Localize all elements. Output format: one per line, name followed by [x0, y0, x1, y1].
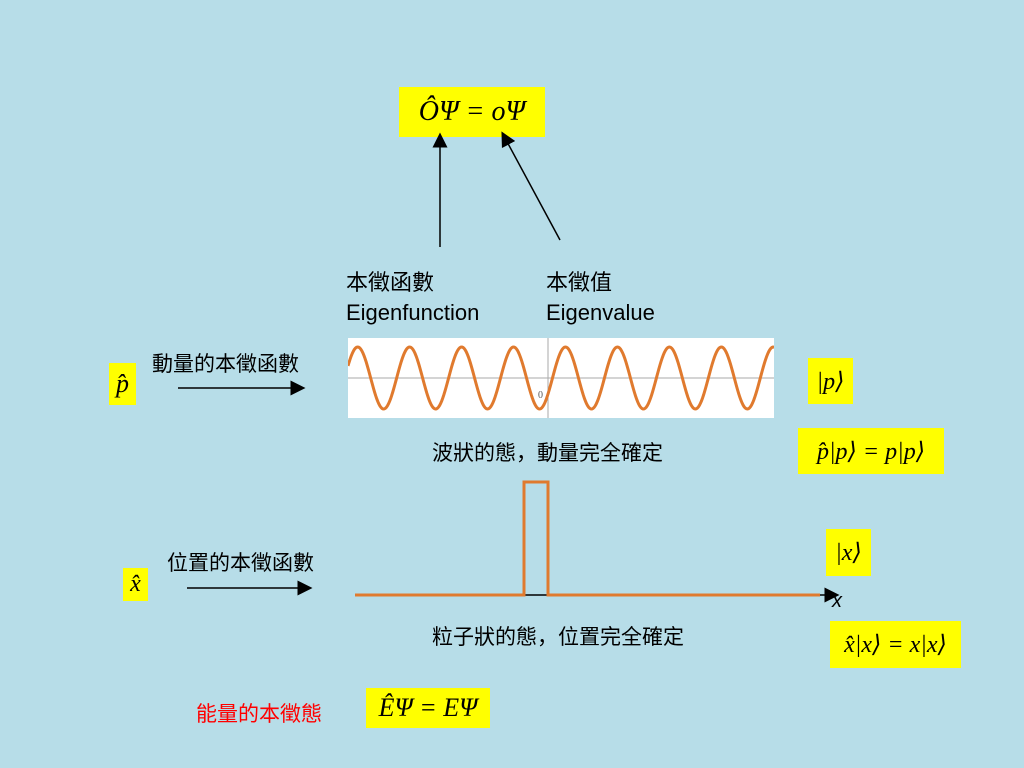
main-eigen-equation: ÔΨ = oΨ: [399, 87, 545, 137]
momentum-eigen-equation-text: p̂|p⟩ = p|p⟩: [816, 438, 926, 465]
eigenvalue-arrow: [501, 131, 561, 241]
eigenvalue-label-zh: 本徵值: [546, 271, 613, 296]
position-eigen-equation-text: x̂|x⟩ = x|x⟩: [844, 632, 947, 658]
momentum-caption: 動量的本徵函數: [152, 352, 299, 376]
eigenfunction-label-en: Eigenfunction: [346, 300, 480, 325]
position-state-text: 粒子狀的態，位置完全確定: [432, 625, 684, 649]
position-delta-spike: [355, 480, 820, 597]
position-ket: |x⟩: [826, 529, 871, 576]
position-caption: 位置的本徵函數: [167, 551, 314, 575]
position-eigen-equation: x̂|x⟩ = x|x⟩: [830, 621, 961, 668]
momentum-operator-text: p̂: [116, 369, 129, 398]
momentum-ket: |p⟩: [808, 358, 853, 404]
momentum-state-text: 波狀的態，動量完全確定: [432, 441, 663, 465]
energy-caption: 能量的本徵態: [196, 702, 322, 726]
momentum-ket-text: |p⟩: [816, 368, 845, 395]
wave-axis-zero-label: 0: [538, 390, 543, 401]
main-eigen-equation-text: ÔΨ = oΨ: [418, 96, 526, 127]
wave-curve: [348, 345, 774, 411]
momentum-eigen-equation: p̂|p⟩ = p|p⟩: [798, 428, 944, 474]
momentum-wave-plot: 0: [348, 338, 774, 418]
momentum-operator: p̂: [109, 363, 136, 405]
position-ket-text: |x⟩: [835, 540, 862, 566]
energy-eigen-equation-text: ÊΨ = EΨ: [378, 693, 478, 722]
energy-eigen-equation: ÊΨ = EΨ: [366, 688, 490, 728]
position-axis-label: x: [832, 590, 842, 612]
eigenvalue-label-en: Eigenvalue: [546, 300, 655, 325]
eigenfunction-label-zh: 本徵函數: [346, 271, 435, 296]
position-operator-text: x̂: [130, 571, 141, 597]
wave-svg: 0: [348, 338, 774, 418]
position-operator: x̂: [123, 568, 148, 601]
